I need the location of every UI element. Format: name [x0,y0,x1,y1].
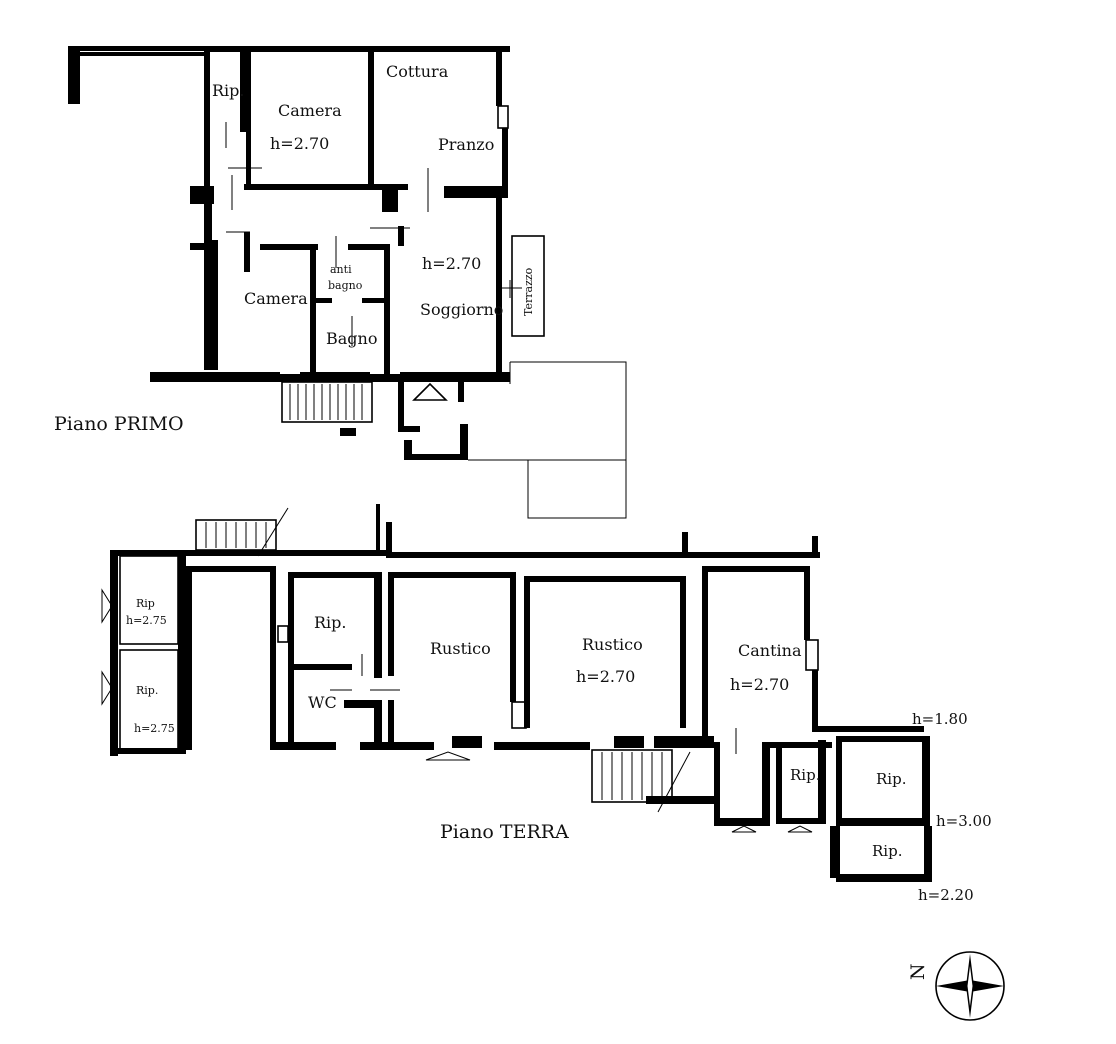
room-label-rip-d: Rip. [790,766,820,784]
room-label-bagno: Bagno [326,329,377,348]
height-label-1: h=1.80 [912,710,968,728]
floor-title-terra: Piano TERRA [440,821,569,843]
piano-primo-labels: Rip. Camera h=2.70 Cottura Pranzo h=2.70… [54,62,535,435]
room-height-camera-1: h=2.70 [270,134,329,153]
room-label-rip-b: Rip. [136,684,158,697]
piano-terra-walls [101,504,932,882]
room-label-rip-a: Rip [136,597,155,610]
compass-north-label: N [907,963,929,980]
room-label-wc: WC [308,693,337,712]
room-label-rip-c: Rip. [314,613,347,632]
room-label-pranzo: Pranzo [438,135,494,154]
piano-primo-walls [68,46,627,519]
room-label-soggiorno: Soggiorno [420,300,503,319]
room-height-cantina: h=2.70 [730,675,789,694]
piano-terra-labels: Rip h=2.75 Rip. h=2.75 Rip. WC Rustico R… [126,597,992,904]
height-label-2: h=3.00 [936,812,992,830]
floor-title-primo: Piano PRIMO [54,413,184,435]
room-label-rip-f: Rip. [872,842,902,860]
room-label-camera-2: Camera [244,289,308,308]
room-height-rip-a: h=2.75 [126,614,167,627]
height-label-3: h=2.20 [918,886,974,904]
room-label-rustico-2: Rustico [582,635,643,654]
room-label-cottura: Cottura [386,62,449,81]
room-label-cantina: Cantina [738,641,802,660]
room-label-camera-1: Camera [278,101,342,120]
room-height-soggiorno: h=2.70 [422,254,481,273]
room-height-rip-b: h=2.75 [134,722,175,735]
room-label-terrazzo: Terrazzo [522,267,535,316]
room-label-rip-e: Rip. [876,770,906,788]
room-label-antibagno-2: bagno [328,279,363,292]
room-label-rustico-1: Rustico [430,639,491,658]
compass-rose-icon: N [907,951,1005,1021]
room-height-rustico-2: h=2.70 [576,667,635,686]
room-label-antibagno-1: anti [330,263,352,276]
room-label-rip: Rip. [212,81,245,100]
